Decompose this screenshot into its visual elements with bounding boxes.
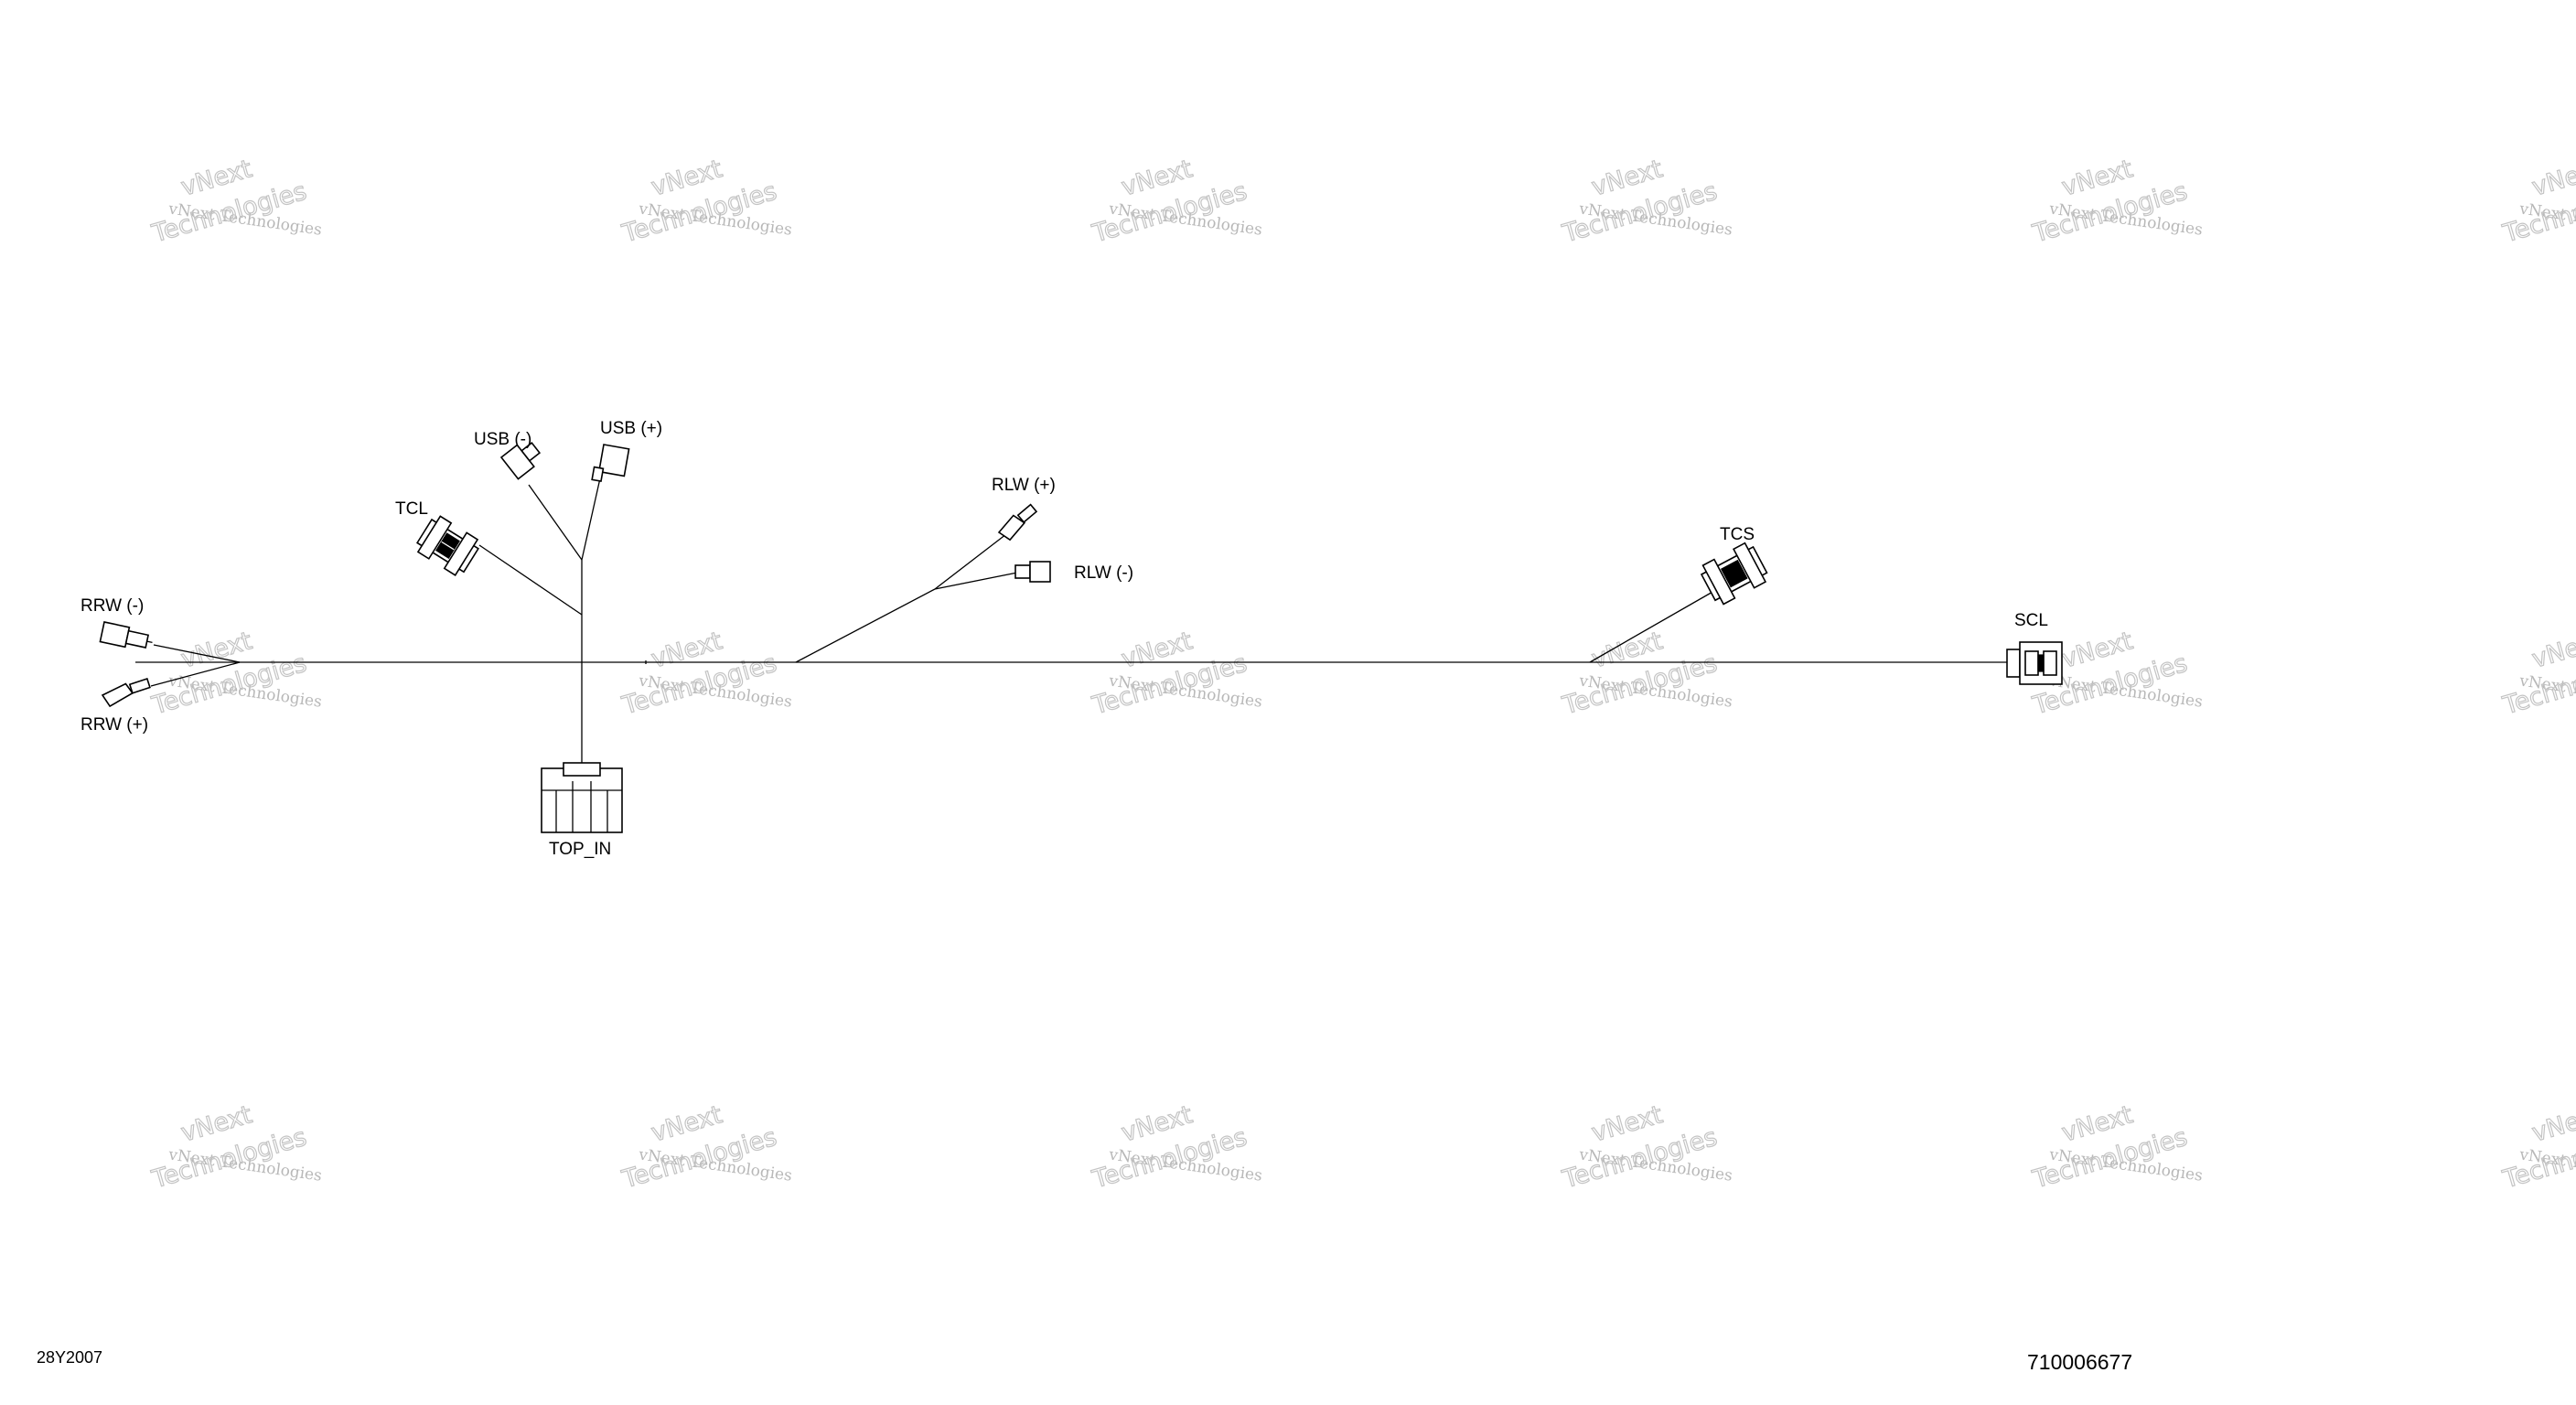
usb-minus-wire (528, 484, 583, 561)
rrw-minus-terminal (99, 621, 153, 649)
label-rrw-minus: RRW (-) (80, 596, 144, 616)
watermark-text: vNext (2529, 155, 2576, 202)
part-number: 710006677 (2027, 1350, 2133, 1374)
label-rrw-plus: RRW (+) (80, 715, 148, 735)
rlw-minus-wire (934, 572, 1018, 590)
date-code: 28Y2007 (37, 1348, 103, 1367)
connector-labels: RRW (-) RRW (+) TCL USB (-) USB (+) RLW … (80, 419, 2048, 859)
tcl-connector (416, 515, 479, 576)
watermark-text: vNext (2529, 627, 2576, 674)
tcs-wire (1589, 590, 1715, 663)
rrw-plus-terminal (101, 678, 151, 708)
label-usb-minus: USB (-) (474, 430, 531, 449)
rlw-plus-wire (934, 533, 1007, 590)
harness-wires (135, 469, 2011, 767)
rrw-plus-wire (150, 661, 241, 687)
watermark-layer: vNext TechnologiesvNextTechnologiesvNext… (148, 155, 2576, 1196)
scl-connector (2006, 641, 2063, 685)
usb-minus-terminal (499, 442, 542, 480)
tcs-connector (1700, 542, 1768, 606)
rlw-minus-terminal (1014, 561, 1051, 583)
label-scl: SCL (2014, 611, 2048, 630)
usb-plus-terminal (591, 444, 630, 483)
label-usb-plus: USB (+) (600, 419, 662, 438)
label-tcl: TCL (395, 499, 428, 519)
label-rlw-minus: RLW (-) (1074, 563, 1133, 583)
label-tcs: TCS (1720, 525, 1755, 544)
rrw-minus-wire (153, 644, 241, 663)
tcl-wire (478, 544, 583, 616)
top-in-connector (541, 762, 623, 833)
label-rlw-plus: RLW (+) (992, 476, 1056, 495)
label-top-in: TOP_IN (549, 840, 611, 859)
watermark-text: vNext (2529, 1100, 2576, 1148)
rlw-trunk-wire (795, 588, 936, 663)
rlw-plus-terminal (997, 503, 1038, 542)
usb-plus-wire (581, 469, 603, 561)
